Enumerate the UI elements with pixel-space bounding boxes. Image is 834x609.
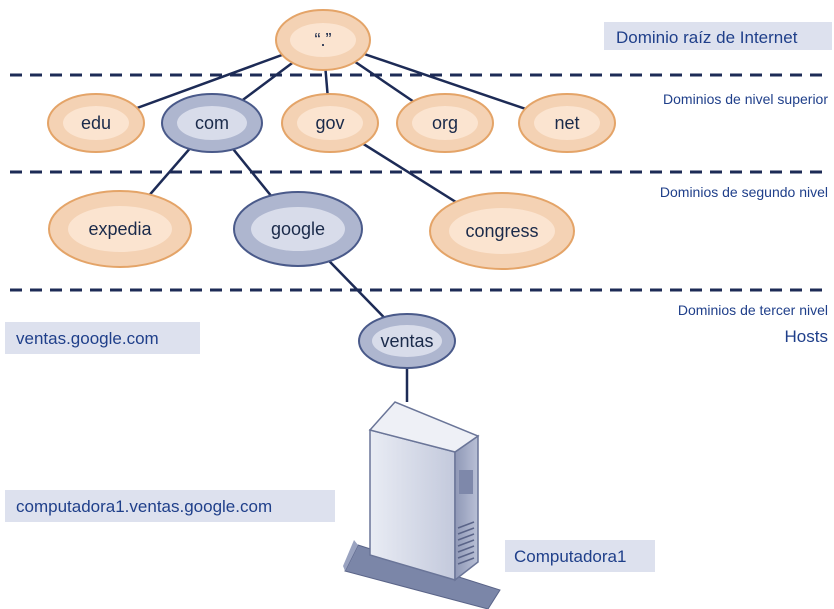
node-org-label: org (432, 113, 458, 133)
node-congress-label: congress (465, 221, 538, 241)
node-org: org (396, 93, 494, 153)
host-name-box (505, 540, 655, 572)
node-root: “.” (275, 9, 371, 71)
level-second-label: Dominios de segundo nivel (660, 184, 828, 200)
node-net-label: net (554, 113, 579, 133)
node-com: com (161, 93, 263, 153)
node-ventas: ventas (358, 313, 456, 369)
host-name-label: Computadora1 (514, 547, 626, 566)
server-tower-icon (343, 401, 501, 609)
node-ventas-label: ventas (380, 331, 433, 351)
subdomain-example-box (5, 322, 200, 354)
subdomain-example-label: ventas.google.com (16, 329, 159, 348)
level-root-label: Dominio raíz de Internet (616, 28, 798, 47)
level-hosts-label: Hosts (785, 327, 828, 346)
node-root-label: “.” (315, 30, 332, 50)
root-label-box (604, 22, 832, 50)
host-fqdn-label: computadora1.ventas.google.com (16, 497, 272, 516)
node-expedia-label: expedia (88, 219, 152, 239)
node-google-label: google (271, 219, 325, 239)
level-third-label: Dominios de tercer nivel (678, 302, 828, 318)
node-congress: congress (429, 192, 575, 270)
node-expedia: expedia (48, 190, 192, 268)
node-edu: edu (47, 93, 145, 153)
node-edu-label: edu (81, 113, 111, 133)
node-com-label: com (195, 113, 229, 133)
level-top-label: Dominios de nivel superior (663, 91, 828, 107)
host-fqdn-box (5, 490, 335, 522)
node-net: net (518, 93, 616, 153)
node-gov: gov (281, 93, 379, 153)
node-google: google (233, 191, 363, 267)
node-gov-label: gov (315, 113, 344, 133)
